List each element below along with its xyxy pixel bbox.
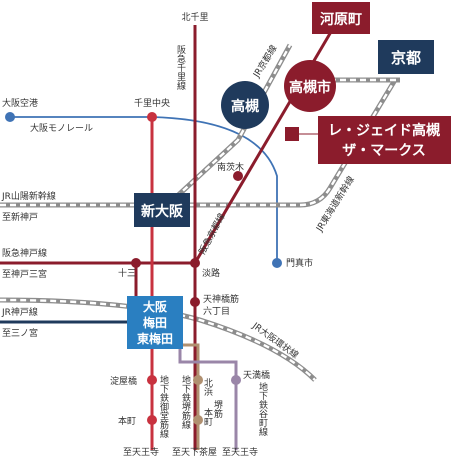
- station-dot-yodoyabashi[interactable]: [147, 375, 157, 385]
- line-label-osaka-monorail: 大阪モノレール: [30, 122, 93, 134]
- station-label-minami-ibaraki: 南茨木: [217, 161, 244, 173]
- property-name-line1: レ・ジェイド高槻: [328, 122, 440, 139]
- line-label-sanyo-shinkansen: JR山陽新幹線: [1, 190, 56, 202]
- station-label-juso: 十三: [118, 267, 136, 279]
- station-label-kitasenri: 北千里: [181, 12, 208, 23]
- station-label-kitahama: 北浜: [202, 378, 213, 397]
- station-box-kawaramachi[interactable]: [312, 2, 370, 34]
- station-box-umeda[interactable]: [127, 296, 183, 349]
- station-label-awaji: 淡路: [202, 267, 220, 279]
- osaka-monorail-line: [10, 116, 278, 262]
- line-label-tanimachi: 地下鉄谷町線: [257, 381, 268, 436]
- station-box-shin-osaka[interactable]: [134, 193, 190, 227]
- station-dot-sakaisuji-honmachi[interactable]: [193, 415, 203, 425]
- line-label-midosuji: 地下鉄御堂筋線: [158, 374, 169, 438]
- destination-label-tennoji-1: 至天王寺: [123, 447, 159, 458]
- property-name-box[interactable]: [318, 116, 451, 164]
- station-dot-juso[interactable]: [131, 258, 141, 268]
- station-label-kadoma: 門真市: [286, 257, 313, 269]
- station-dot-tenjinbashi[interactable]: [190, 297, 200, 307]
- destination-label-tengachaya: 至天下茶屋: [172, 446, 217, 458]
- station-label-honmachi: 本町: [118, 415, 136, 427]
- station-circle-takatsukishi[interactable]: [284, 60, 336, 112]
- station-label-takatsukishi: 高槻市: [289, 79, 331, 96]
- station-label-sakaisuji-2: 本町: [202, 407, 213, 426]
- destination-label-sannomiya: 至三ノ宮: [2, 327, 38, 339]
- line-label-hankyu-kobe: 阪急神戸線: [2, 247, 47, 259]
- station-label-umeda-2: 梅田: [143, 315, 167, 330]
- destination-label-kobe-sannomiya: 至神戸三宮: [2, 268, 47, 280]
- station-label-tenjinbashi-2: 六丁目: [203, 305, 230, 317]
- station-dot-minami-ibaraki[interactable]: [233, 171, 243, 181]
- station-dot-kadoma[interactable]: [272, 258, 282, 268]
- station-circle-takatsuki[interactable]: [221, 81, 269, 129]
- line-label-hankyu-kyoto: 阪急京都線: [196, 211, 228, 256]
- station-label-kawaramachi: 河原町: [320, 11, 362, 28]
- station-label-temma: 天満橋: [243, 369, 270, 381]
- station-label-senri-chuo: 千里中央: [134, 97, 170, 109]
- station-label-yodoyabashi: 淀屋橋: [110, 375, 137, 387]
- jr-osaka-loop-line-ties: [0, 298, 316, 381]
- station-box-kyoto[interactable]: [378, 40, 434, 74]
- station-label-tenjinbashi-1: 天神橋筋: [203, 293, 239, 305]
- line-label-hankyu-senri: 阪急千里線: [175, 45, 186, 90]
- station-dot-kitahama[interactable]: [193, 375, 203, 385]
- station-label-osaka-airport: 大阪空港: [2, 97, 38, 109]
- station-dot-temma[interactable]: [231, 375, 241, 385]
- station-label-kyoto: 京都: [391, 49, 421, 67]
- station-dot-osaka-airport[interactable]: [5, 112, 15, 122]
- station-label-sakaisuji-1: 堺筋: [212, 399, 223, 419]
- station-label-shin-osaka: 新大阪: [141, 203, 184, 220]
- destination-label-shin-kobe: 至新神戸: [2, 211, 38, 223]
- station-label-umeda-1: 大阪: [143, 299, 168, 314]
- station-label-takatsuki: 高槻: [231, 98, 259, 115]
- jr-kyoto-line-ties: [160, 44, 292, 212]
- line-label-sakaisuji: 地下鉄堺筋線: [180, 374, 191, 429]
- property-marker[interactable]: [285, 127, 299, 141]
- property-name-line2: ザ・マークス: [342, 143, 426, 159]
- station-label-umeda-3: 東梅田: [137, 331, 173, 346]
- station-dot-honmachi[interactable]: [147, 415, 157, 425]
- line-label-jr-kobe: JR神戸線: [1, 306, 38, 318]
- shinkansen-line-ties: [0, 79, 397, 207]
- station-dot-senri-chuo[interactable]: [147, 112, 157, 122]
- destination-label-tennoji-2: 至天王寺: [222, 447, 258, 458]
- station-dot-awaji[interactable]: [190, 258, 200, 268]
